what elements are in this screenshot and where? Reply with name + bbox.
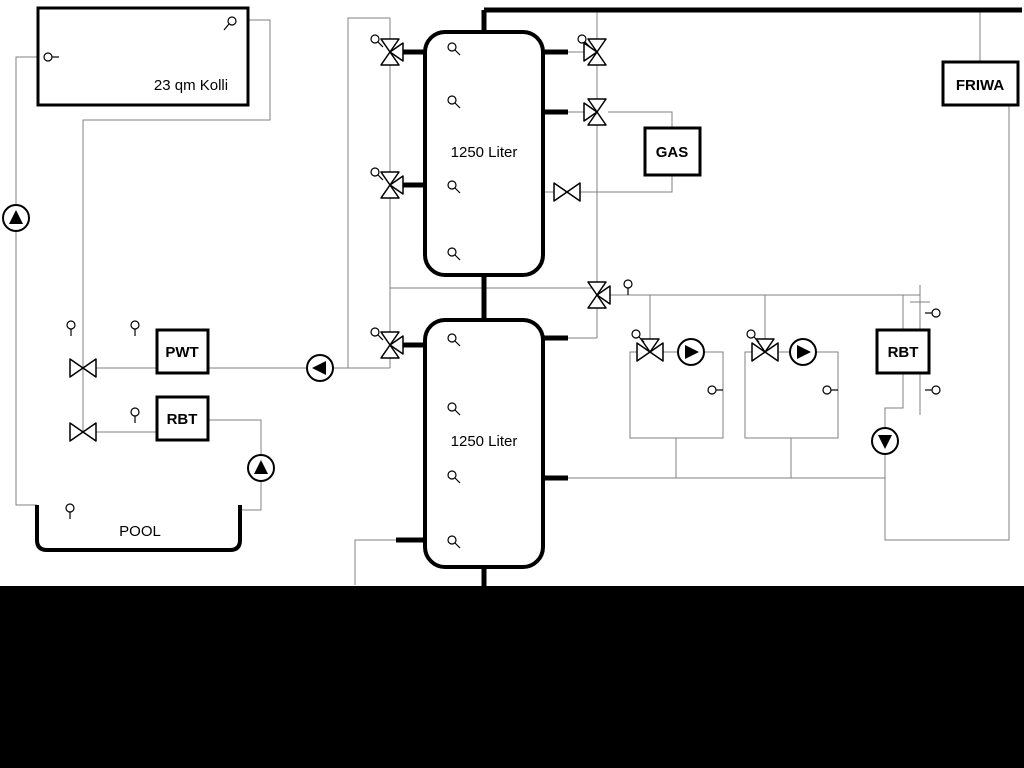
temp-sensor-icon-tank1-4 — [447, 247, 461, 261]
temp-sensor-icon-circuit-2 — [822, 385, 838, 395]
temp-sensor-icon-circuit-1 — [707, 385, 723, 395]
temp-sensor-icon-heating-header — [623, 279, 633, 295]
valve-actuator-icon-4 — [577, 34, 591, 48]
mixing-valve-icon-circuit-2 — [751, 338, 779, 362]
temp-sensor-icon-riser-bottom — [925, 385, 941, 395]
valve-icon-rbt-line — [69, 422, 97, 442]
buffer-tank-bottom — [423, 318, 545, 569]
temp-sensor-icon-tank2-4 — [447, 535, 461, 549]
temp-sensor-icon-tank1-2 — [447, 95, 461, 109]
buffer-tank-bottom-label: 1250 Liter — [451, 433, 518, 450]
valve-actuator-icon-2 — [370, 167, 384, 181]
valve-actuator-icon-3 — [370, 327, 384, 341]
pump-icon-circuit-2 — [789, 338, 817, 366]
mixing-valve-icon-t1-mid — [380, 171, 404, 199]
pump-icon-rbt-right — [871, 427, 899, 455]
pwt-box — [155, 328, 210, 375]
temp-sensor-icon-pool — [65, 503, 75, 519]
mixing-valve-icon-circuit-1 — [636, 338, 664, 362]
buffer-tank-top — [423, 30, 545, 277]
temp-sensor-icon-tank1-3 — [447, 180, 461, 194]
temp-sensor-icon-riser-top — [925, 308, 941, 318]
rbt-right-label: RBT — [888, 344, 919, 361]
rbt-left-box — [155, 395, 210, 442]
temp-sensor-icon-tank2-1 — [447, 333, 461, 347]
pump-icon-solar — [2, 204, 30, 232]
gas-boiler-label: GAS — [656, 144, 689, 161]
pump-icon-pool — [247, 454, 275, 482]
solar-collector-label: 23 qm Kolli — [154, 77, 228, 94]
valve-actuator-icon-1 — [370, 34, 384, 48]
friwa-label: FRIWA — [956, 77, 1004, 94]
pump-icon-circuit-1 — [677, 338, 705, 366]
gas-boiler-box — [643, 126, 702, 177]
pump-icon-pwt — [306, 354, 334, 382]
temp-sensor-icon-tank1-1 — [447, 42, 461, 56]
temp-sensor-icon-tank2-2 — [447, 402, 461, 416]
pool-basin — [35, 505, 242, 552]
valve-actuator-icon-5 — [631, 329, 645, 343]
friwa-box — [941, 60, 1020, 107]
mixing-valve-icon-header-1 — [583, 38, 607, 66]
temp-sensor-icon-pwt-line-2 — [130, 320, 140, 336]
rbt-right-box — [875, 328, 931, 375]
valve-icon-pwt-line — [69, 358, 97, 378]
temp-sensor-icon-rbt-line — [130, 407, 140, 423]
valve-actuator-icon-6 — [746, 329, 760, 343]
temp-sensor-icon-tank2-3 — [447, 470, 461, 484]
mixing-valve-icon-heating-header — [587, 281, 611, 309]
temp-sensor-icon-pwt-line-1 — [66, 320, 76, 336]
solar-collector-box — [36, 6, 250, 107]
rbt-left-label: RBT — [167, 411, 198, 428]
mixing-valve-icon-header-2 — [583, 98, 607, 126]
pipe-network-black — [396, 7, 1022, 586]
buffer-tank-top-label: 1250 Liter — [451, 144, 518, 161]
temp-sensor-icon-collector-left — [43, 52, 59, 62]
pool-label: POOL — [119, 523, 161, 540]
pwt-label: PWT — [165, 344, 198, 361]
temp-sensor-icon-collector-top — [223, 16, 237, 31]
valve-icon-gas-return — [553, 182, 581, 202]
mixing-valve-icon-t2-top — [380, 331, 404, 359]
mixing-valve-icon-t1-top — [380, 38, 404, 66]
letterbox-mask — [0, 586, 1024, 768]
